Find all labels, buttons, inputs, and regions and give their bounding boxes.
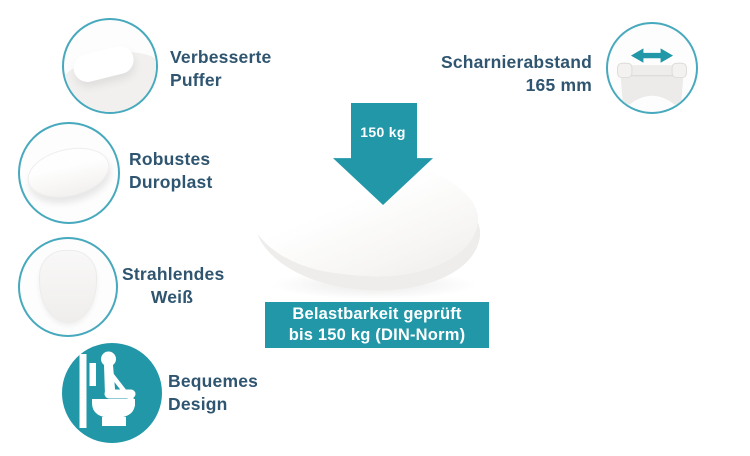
buffer-photo-circle [62, 18, 158, 114]
label-line: Scharnierabstand [440, 52, 592, 72]
label-line: Verbesserte [170, 47, 272, 67]
label-line: Puffer [170, 70, 222, 90]
load-weight-label: 150 kg [360, 124, 406, 140]
callout-label-puffer: Verbesserte Puffer [170, 46, 271, 92]
toilet-seat-top-view-icon [39, 249, 97, 323]
callout-label-duroplast: Robustes Duroplast [129, 148, 212, 194]
design-pictogram-circle [62, 343, 162, 443]
white-photo-circle [18, 237, 118, 337]
banner-line: Belastbarkeit geprüft [292, 305, 462, 323]
callout-label-design: Bequemes Design [168, 370, 258, 416]
label-line: Weiß [150, 287, 194, 307]
label-line: Duroplast [129, 172, 213, 192]
callout-label-scharnier: Scharnierabstand 165 mm [420, 51, 592, 97]
load-capacity-banner: Belastbarkeit geprüft bis 150 kg (DIN-No… [265, 302, 489, 348]
toilet-seat-angled-icon [22, 139, 115, 205]
callout-label-weiss: Strahlendes Weiß [122, 263, 225, 309]
hinge-photo-circle [606, 22, 698, 114]
label-line: Design [168, 394, 228, 414]
label-line: Strahlendes [122, 264, 225, 284]
toilet-seat-rear-hinges-icon [617, 48, 687, 111]
label-line: Robustes [129, 149, 211, 169]
duroplast-photo-circle [18, 122, 120, 224]
label-line: 165 mm [525, 75, 592, 95]
label-line: Bequemes [168, 371, 259, 391]
banner-line: bis 150 kg (DIN-Norm) [288, 326, 466, 344]
person-sitting-on-toilet-icon [79, 351, 136, 428]
